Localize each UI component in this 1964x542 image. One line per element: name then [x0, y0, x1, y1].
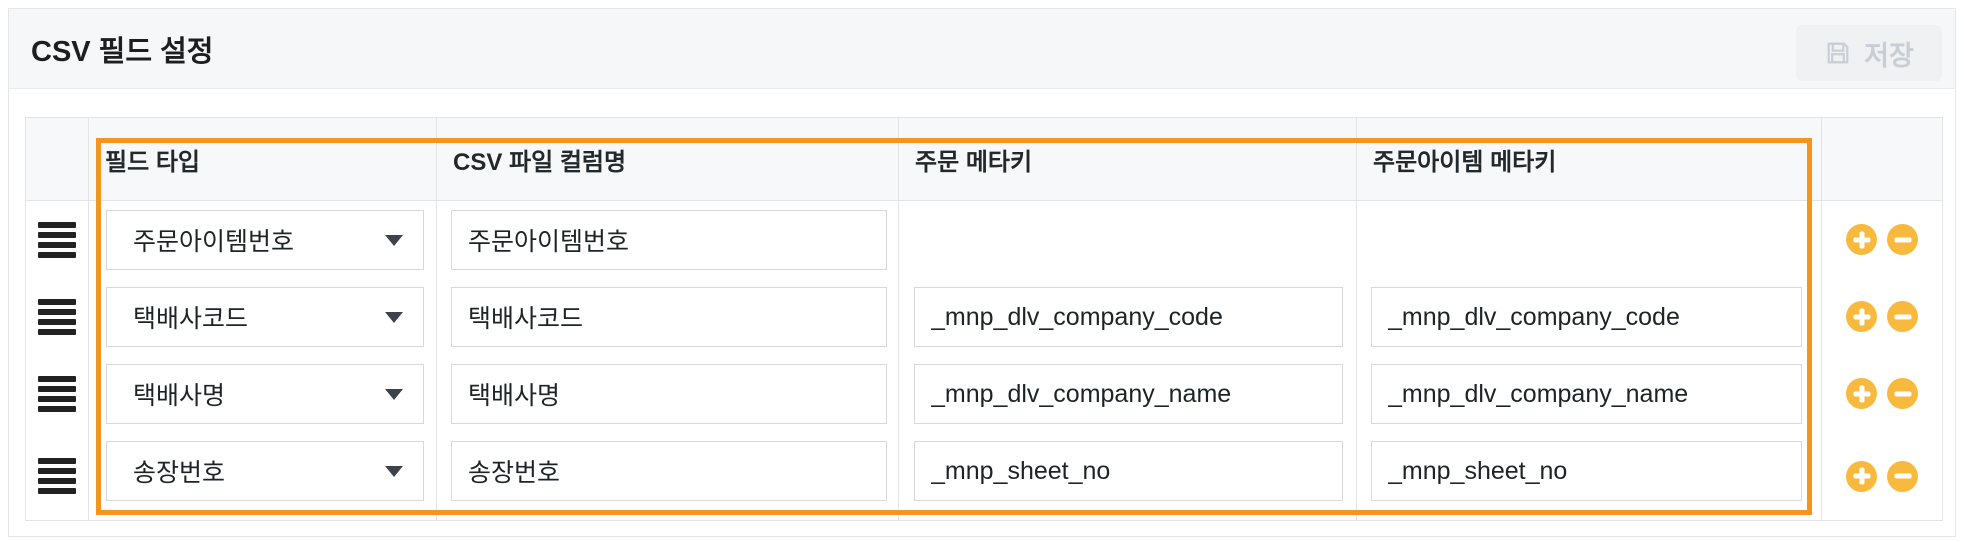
table-row-3-actions-cell — [1822, 355, 1942, 432]
add-row-button[interactable] — [1846, 378, 1877, 409]
order-meta-input[interactable] — [914, 287, 1343, 347]
header-cell-actions — [1822, 118, 1942, 201]
add-row-button[interactable] — [1846, 224, 1877, 255]
order-item-meta-input[interactable] — [1371, 441, 1802, 501]
field-type-select-value: 택배사명 — [133, 382, 226, 410]
drag-handle-icon[interactable] — [34, 218, 80, 262]
table-row-2-drag-cell — [26, 278, 89, 355]
table-row-2-actions-cell — [1822, 278, 1942, 355]
csv-column-input[interactable] — [451, 287, 887, 347]
order-item-meta-input[interactable] — [1371, 364, 1802, 424]
table-row-1-csv-column-cell — [437, 201, 899, 278]
chevron-down-icon — [385, 389, 403, 400]
chevron-down-icon — [385, 235, 403, 246]
field-type-select[interactable]: 주문아이템번호 — [106, 210, 424, 270]
field-type-select-value: 주문아이템번호 — [133, 228, 295, 256]
remove-row-button[interactable] — [1887, 301, 1918, 332]
table-row-4-order-meta-cell — [899, 432, 1357, 520]
drag-handle-icon[interactable] — [34, 295, 80, 339]
table-row-2-csv-column-cell — [437, 278, 899, 355]
add-row-button[interactable] — [1846, 301, 1877, 332]
table-row-4-order-item-meta-cell — [1357, 432, 1822, 520]
table-row-1-order-item-meta-cell — [1357, 201, 1822, 278]
field-type-select[interactable]: 택배사코드 — [106, 287, 424, 347]
save-button[interactable]: 저장 — [1796, 25, 1942, 81]
table-row-3-order-meta-cell — [899, 355, 1357, 432]
field-type-select[interactable]: 택배사명 — [106, 364, 424, 424]
order-item-meta-input[interactable] — [1371, 287, 1802, 347]
save-icon — [1824, 39, 1852, 67]
header-cell-drag — [26, 118, 89, 201]
csv-field-table: 필드 타입 CSV 파일 컬럼명 주문 메타키 주문아이템 메타키 주문아이템번… — [25, 117, 1943, 521]
drag-handle-icon[interactable] — [34, 372, 80, 416]
header-cell-order-item-meta: 주문아이템 메타키 — [1357, 118, 1822, 201]
table-row-3-order-item-meta-cell — [1357, 355, 1822, 432]
order-meta-input[interactable] — [914, 441, 1343, 501]
csv-column-input[interactable] — [451, 441, 887, 501]
panel-header: CSV 필드 설정 저장 — [9, 9, 1955, 89]
csv-column-input[interactable] — [451, 364, 887, 424]
table-row-4-field-type-cell: 송장번호 — [89, 432, 437, 520]
table-row-2-order-item-meta-cell — [1357, 278, 1822, 355]
save-button-label: 저장 — [1864, 40, 1914, 71]
table-row-3-csv-column-cell — [437, 355, 899, 432]
csv-settings-panel: CSV 필드 설정 저장 필드 타입 CSV 파일 컬럼명 주문 메타키 주문아… — [8, 8, 1956, 537]
csv-column-input[interactable] — [451, 210, 887, 270]
add-row-button[interactable] — [1846, 460, 1877, 492]
chevron-down-icon — [385, 466, 403, 477]
table-row-4-csv-column-cell — [437, 432, 899, 520]
chevron-down-icon — [385, 312, 403, 323]
order-meta-input[interactable] — [914, 364, 1343, 424]
table-row-3-drag-cell — [26, 355, 89, 432]
drag-handle-icon[interactable] — [34, 454, 80, 498]
remove-row-button[interactable] — [1887, 460, 1918, 492]
table-row-4-actions-cell — [1822, 432, 1942, 520]
table-row-1-field-type-cell: 주문아이템번호 — [89, 201, 437, 278]
header-cell-order-meta: 주문 메타키 — [899, 118, 1357, 201]
remove-row-button[interactable] — [1887, 224, 1918, 255]
table-row-1-actions-cell — [1822, 201, 1942, 278]
table-row-1-drag-cell — [26, 201, 89, 278]
field-type-select[interactable]: 송장번호 — [106, 441, 424, 501]
remove-row-button[interactable] — [1887, 378, 1918, 409]
field-type-select-value: 택배사코드 — [133, 305, 249, 333]
table-row-4-drag-cell — [26, 432, 89, 520]
table-row-2-field-type-cell: 택배사코드 — [89, 278, 437, 355]
header-cell-csv-column: CSV 파일 컬럼명 — [437, 118, 899, 201]
table-row-3-field-type-cell: 택배사명 — [89, 355, 437, 432]
table-row-2-order-meta-cell — [899, 278, 1357, 355]
table-row-1-order-meta-cell — [899, 201, 1357, 278]
header-cell-field-type: 필드 타입 — [89, 118, 437, 201]
page-title: CSV 필드 설정 — [31, 35, 214, 68]
field-type-select-value: 송장번호 — [133, 459, 226, 487]
